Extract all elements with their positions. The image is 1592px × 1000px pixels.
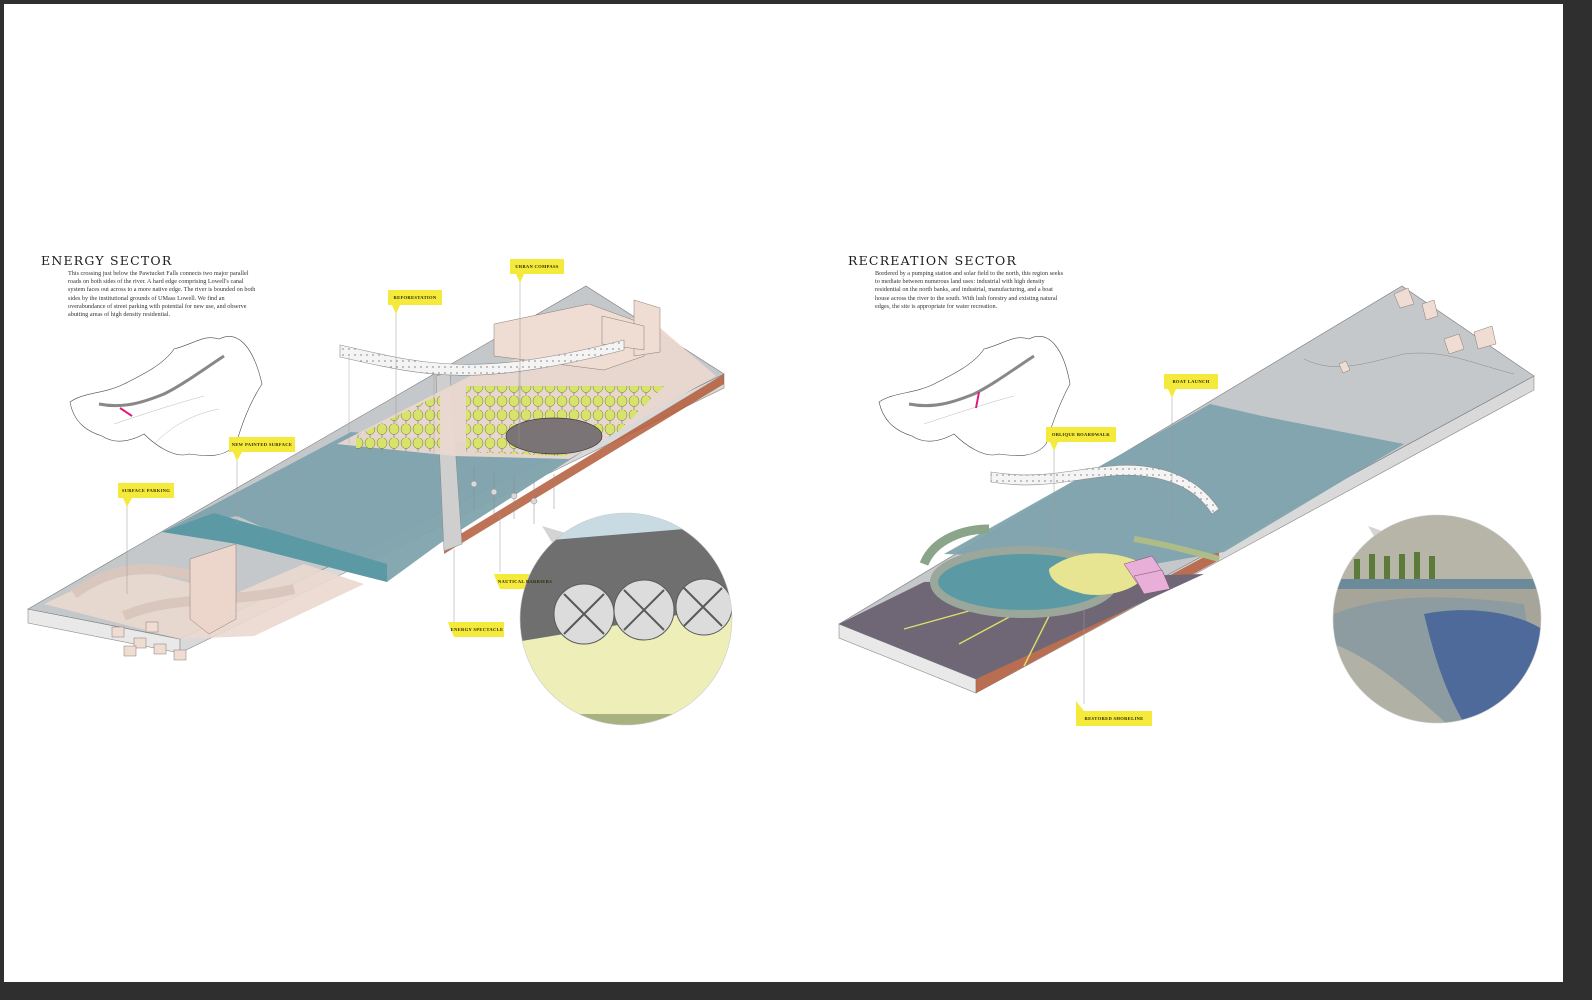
recreation-photo-circle xyxy=(1324,509,1554,739)
energy-photo-circle xyxy=(504,509,744,754)
energy-sector-description: This crossing just below the Pawtucket F… xyxy=(68,270,258,319)
energy-sector-diagram xyxy=(4,4,1563,982)
recreation-location-map xyxy=(879,336,1070,455)
recreation-sector-description: Bordered by a pumping station and solar … xyxy=(875,270,1065,311)
energy-sector-title: ENERGY SECTOR xyxy=(41,253,172,268)
drawing-sheet: ENERGY SECTOR This crossing just below t… xyxy=(4,4,1563,982)
recreation-sector-title: RECREATION SECTOR xyxy=(848,253,1017,268)
energy-lower-building xyxy=(190,544,236,634)
energy-urban-compass-plaza xyxy=(506,418,602,454)
